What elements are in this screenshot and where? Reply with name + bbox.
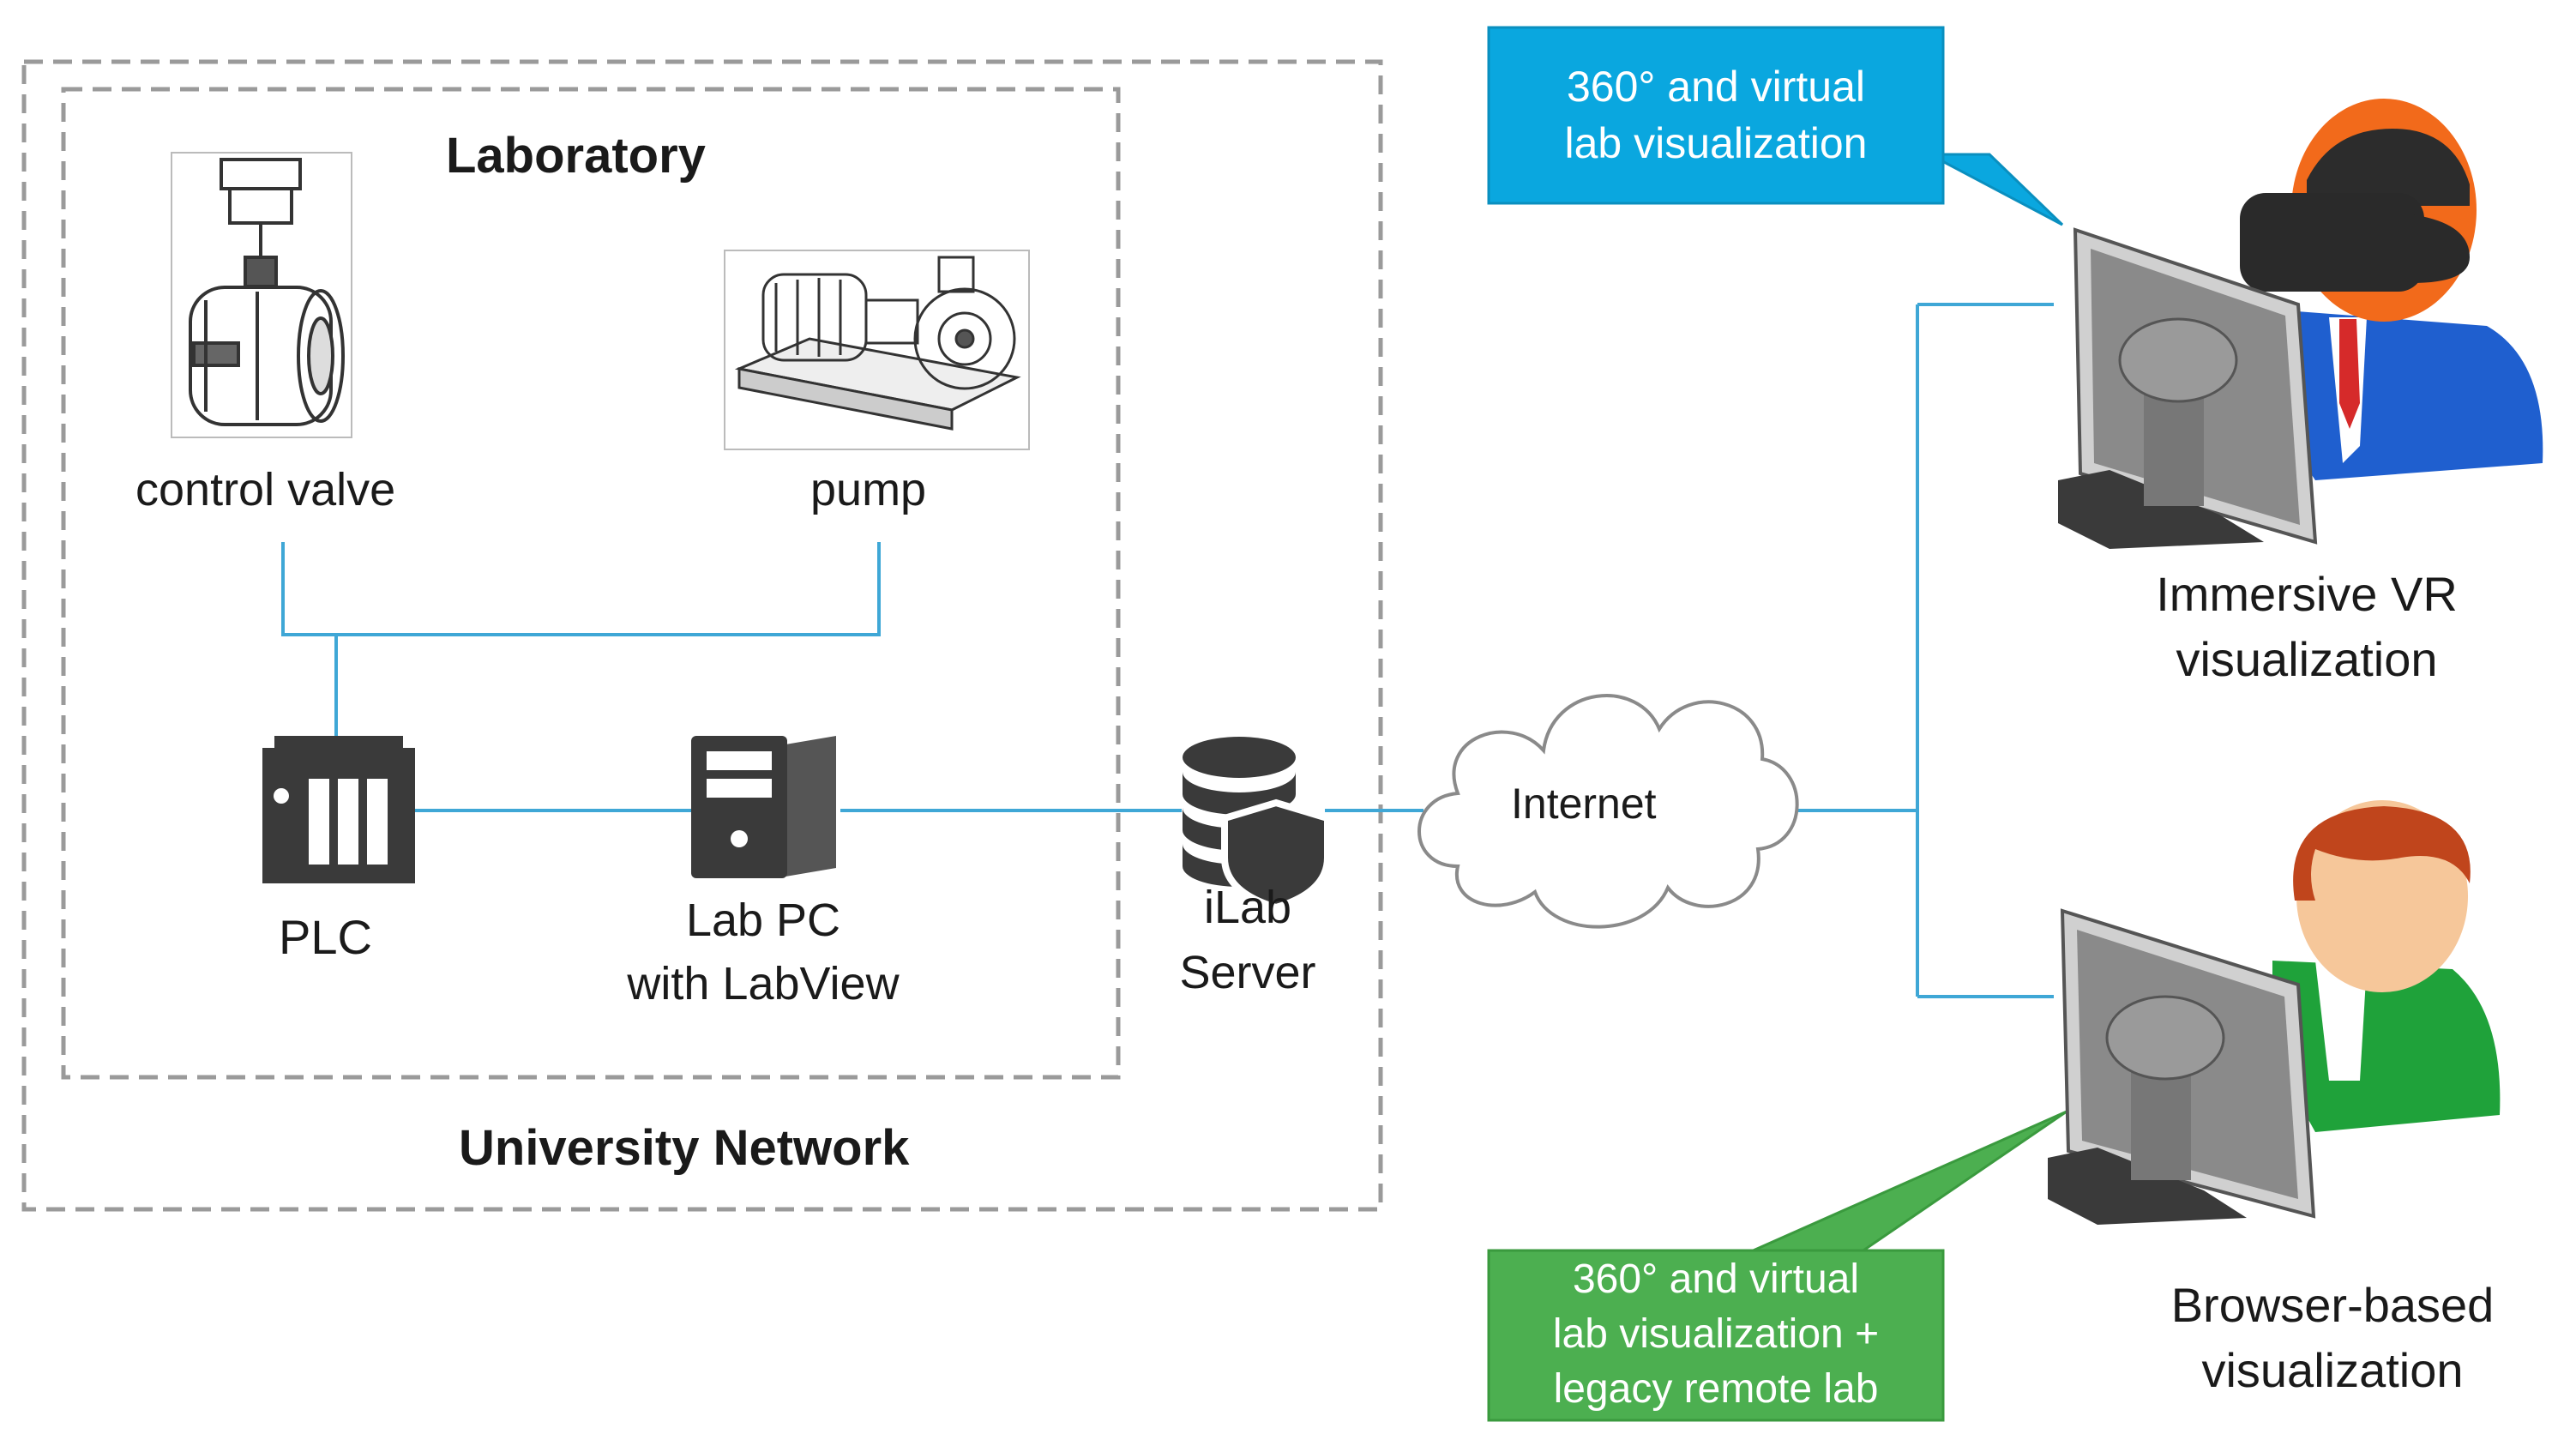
vr-callout-line2: lab visualization bbox=[1564, 119, 1868, 167]
lab-pc-label-line1: Lab PC bbox=[685, 895, 841, 946]
browser-monitor-icon bbox=[2048, 908, 2316, 1225]
browser-callout-line2: lab visualization + bbox=[1552, 1311, 1880, 1357]
ilab-server-label-line2: Server bbox=[1179, 947, 1316, 998]
browser-callout-text: 360° and virtual lab visualization + leg… bbox=[1489, 1252, 1943, 1417]
browser-user-icon bbox=[2272, 800, 2501, 1132]
university-network-label: University Network bbox=[459, 1120, 910, 1176]
browser-callout-line1: 360° and virtual bbox=[1572, 1256, 1860, 1302]
vr-callout-text: 360° and virtual lab visualization bbox=[1489, 58, 1943, 172]
vr-user-icon bbox=[2240, 99, 2543, 480]
laboratory-label: Laboratory bbox=[446, 128, 706, 184]
control-valve-drawing bbox=[171, 152, 352, 438]
lab-pc-label: Lab PC with LabView bbox=[600, 889, 926, 1015]
vr-monitor-icon bbox=[2058, 227, 2318, 549]
laboratory-boundary bbox=[61, 87, 1121, 1080]
valve-to-bus-line bbox=[281, 542, 881, 636]
internet-label: Internet bbox=[1511, 780, 1657, 828]
university-network-boundary bbox=[21, 59, 1383, 1212]
browser-visualization-label-line2: visualization bbox=[2201, 1343, 2464, 1397]
browser-callout-line3: legacy remote lab bbox=[1553, 1366, 1879, 1412]
database-shield-icon bbox=[1183, 737, 1331, 912]
cloud-icon bbox=[1417, 694, 1799, 929]
plc-label: PLC bbox=[279, 910, 372, 964]
pump-label: pump bbox=[810, 464, 927, 515]
browser-visualization-label: Browser-based visualization bbox=[2118, 1273, 2547, 1403]
pump-drawing bbox=[724, 250, 1030, 450]
ilab-server-label: iLab Server bbox=[1145, 875, 1351, 1005]
ilab-server-label-line1: iLab bbox=[1203, 882, 1292, 933]
vr-callout bbox=[1487, 26, 2064, 226]
vr-visualization-label-line2: visualization bbox=[2176, 632, 2438, 686]
plc-icon bbox=[262, 736, 415, 883]
connectors bbox=[281, 303, 2054, 998]
computer-tower-icon bbox=[691, 736, 836, 878]
vr-visualization-label: Immersive VR visualization bbox=[2118, 562, 2495, 692]
vr-callout-line1: 360° and virtual bbox=[1567, 63, 1865, 111]
browser-visualization-label-line1: Browser-based bbox=[2170, 1278, 2495, 1332]
lab-pc-label-line2: with LabView bbox=[627, 958, 900, 1009]
control-valve-label: control valve bbox=[135, 464, 396, 515]
vr-visualization-label-line1: Immersive VR bbox=[2156, 567, 2458, 621]
browser-callout bbox=[1487, 1110, 2067, 1422]
